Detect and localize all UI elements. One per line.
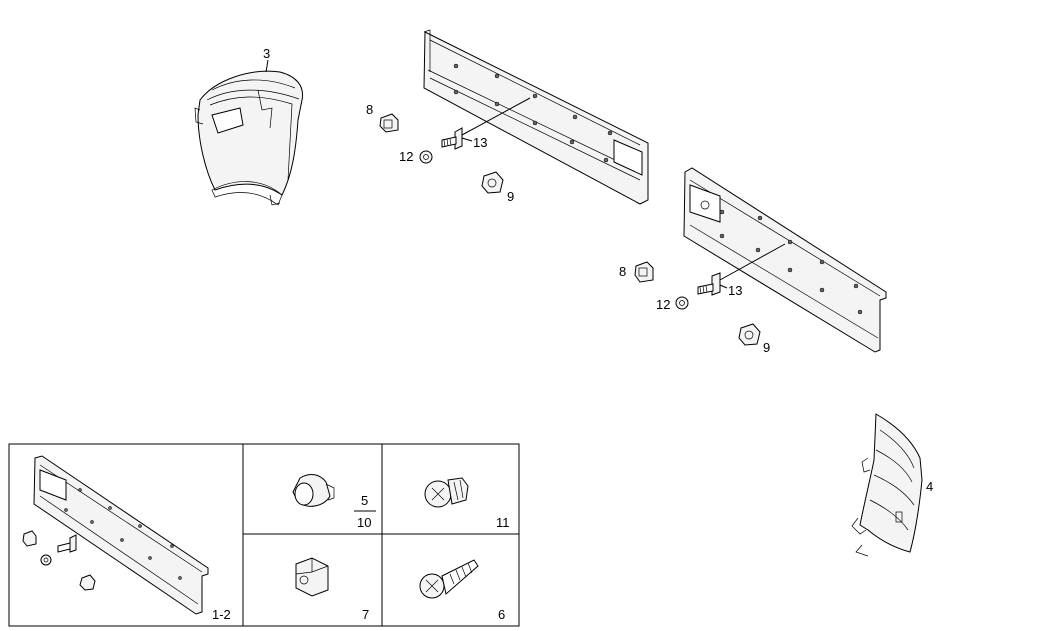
push-rivet-part-5-10 (292, 474, 335, 507)
nut-part-12-upper (419, 150, 433, 164)
callout-9-upper: 9 (507, 189, 514, 204)
callout-12-lower: 12 (656, 297, 670, 312)
inset-label-5: 5 (361, 493, 368, 508)
callout-4: 4 (926, 479, 933, 494)
cage-nut-part-7 (295, 557, 329, 597)
wheel-arch-liner-part-3 (194, 70, 304, 206)
tail-lamp-housing-part-4 (851, 413, 923, 557)
clip-part-9-lower (738, 323, 761, 346)
inset-side-panel-1-2 (33, 455, 209, 615)
callout-3: 3 (263, 46, 270, 61)
callout-8-upper: 8 (366, 102, 373, 117)
screw-part-13-upper (441, 127, 463, 150)
callout-8-lower: 8 (619, 264, 626, 279)
side-panel-lower (683, 167, 887, 353)
inset-label-6: 6 (498, 607, 505, 622)
expansion-clip-part-11 (424, 477, 469, 508)
inset-label-10: 10 (357, 515, 371, 530)
callout-13-upper: 13 (473, 135, 487, 150)
nut-part-12-lower (675, 296, 689, 310)
inset-label-11: 11 (496, 515, 510, 530)
inset-label-1-2: 1-2 (212, 607, 231, 622)
side-panel-upper (423, 29, 649, 205)
inset-label-7: 7 (362, 607, 369, 622)
clip-part-8-upper (379, 113, 399, 133)
inset-parts-table: 1-2 5 10 11 7 (8, 443, 520, 627)
screw-part-13-lower (697, 272, 721, 296)
inset-small-fasteners (22, 530, 96, 591)
callout-12-upper: 12 (399, 149, 413, 164)
clip-part-8-lower (634, 261, 654, 283)
screw-part-6 (419, 559, 479, 599)
callout-13-lower: 13 (728, 283, 742, 298)
clip-part-9-upper (481, 171, 504, 194)
callout-9-lower: 9 (763, 340, 770, 355)
